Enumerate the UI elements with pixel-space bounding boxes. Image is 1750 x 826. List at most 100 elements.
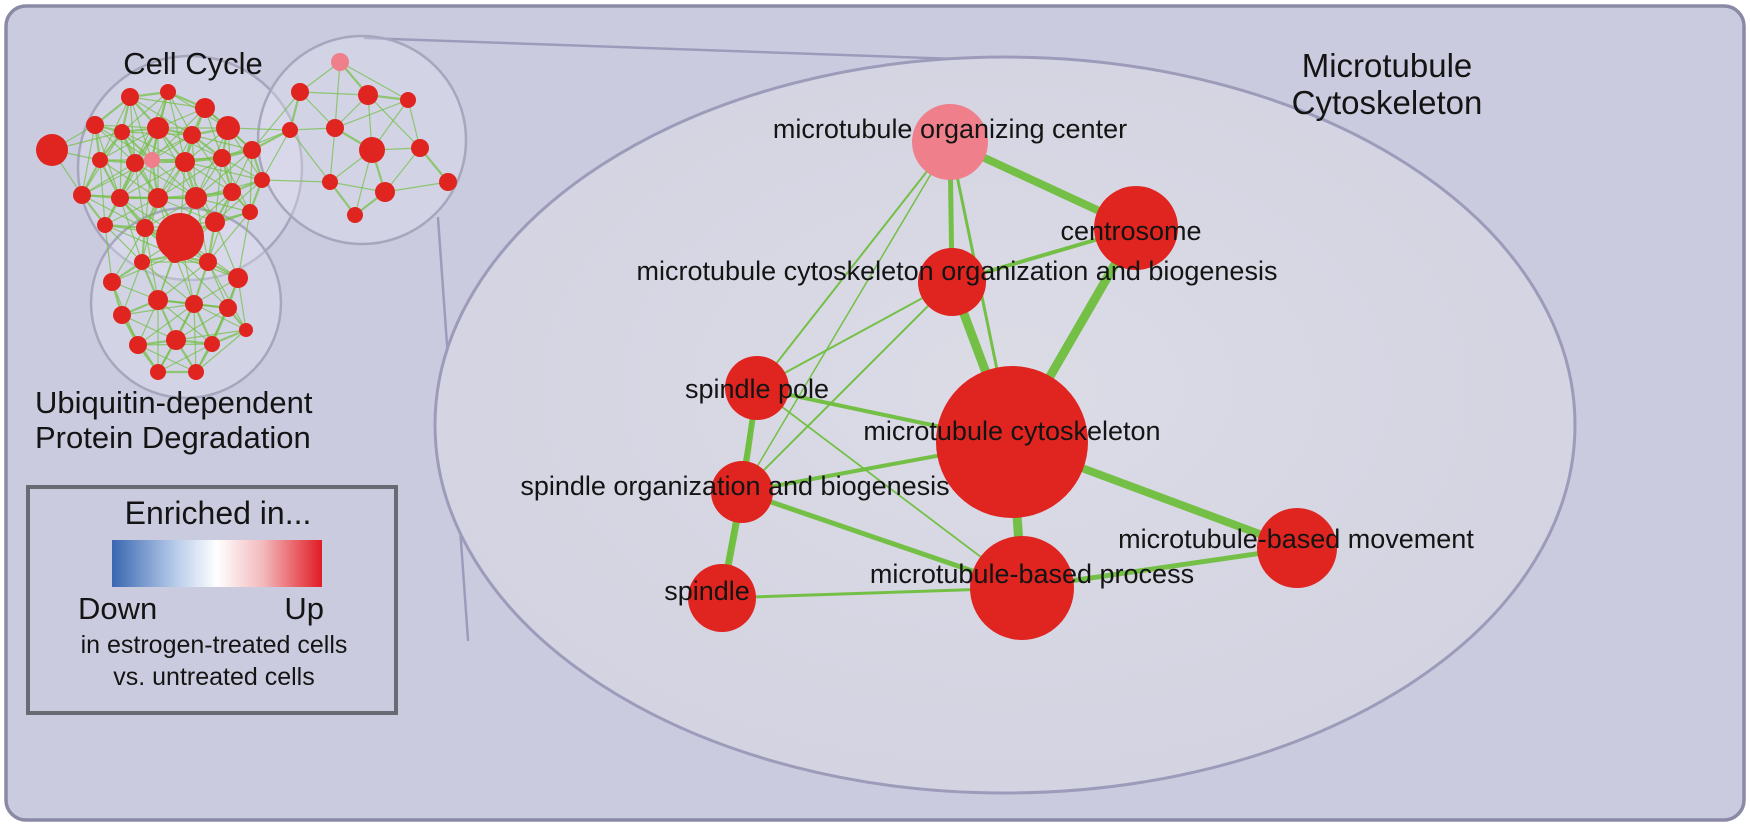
node-label-mt-org: microtubule cytoskeleton organization an… [637,256,1278,286]
overview-node [73,186,91,204]
overview-node [175,152,195,172]
overview-node [195,98,215,118]
overview-edge [214,157,223,223]
overview-edge [99,159,106,226]
overview-node [36,134,68,166]
ubiquitin-label-line2: Protein Degradation [35,420,311,455]
overview-edge [195,149,253,199]
overview-edge [175,307,229,341]
overview-edge [193,303,247,331]
overview-edge [367,94,421,149]
overview-edge [104,224,143,263]
overview-node [326,119,344,137]
overview-edge [175,329,247,341]
overview-node [242,204,258,220]
overview-node [375,182,395,202]
overview-edge [94,124,153,161]
overview-edge [334,99,409,129]
overview-node [216,116,240,140]
overview-node [239,323,253,337]
overview-node [144,152,160,168]
overview-edge [134,162,146,229]
edge-mt-org--spindle-org [741,281,953,493]
microtubule-title-line2: Cytoskeleton [1292,84,1483,121]
overview-node [183,126,201,144]
overview-edge [195,127,229,199]
overview-edge [157,197,216,223]
overview-node [160,84,176,100]
overview-edge [289,129,331,183]
overview-edge [299,91,369,96]
network-node-labels: microtubule organizing center centrosome m… [520,114,1474,606]
overview-node [167,247,183,263]
overview-node [129,336,147,354]
overview-edge [104,224,113,283]
overview-node [322,174,338,190]
overview-edge [99,127,159,161]
node-spindle-org [711,461,773,523]
node-label-moc: microtubule organizing center [773,114,1127,144]
overview-node [213,149,231,167]
overview-edge [251,91,301,151]
overview-edge [81,162,136,196]
node-label-mt-process: microtubule-based process [870,559,1194,589]
overview-node [185,187,207,209]
overview-node [121,88,139,106]
overview-edge [157,157,223,199]
overview-edge [141,261,195,305]
overview-edge [339,61,409,101]
legend-box [26,485,398,715]
overview-edge [81,124,96,196]
overview-node [219,299,237,317]
overview-edge [121,91,169,133]
edge-moc--spindle-org [741,141,951,493]
overview-edge [184,161,263,181]
overview-node [411,139,429,157]
overview-network [36,53,457,380]
overview-edge [237,211,251,279]
node-spindle [688,564,756,632]
overview-node [156,213,204,261]
node-label-mt-movement: microtubule-based movement [1118,524,1474,554]
overview-node [136,219,154,237]
edge-mt-org--spindle-pole [756,281,953,389]
node-label-mt-cytoskeleton: microtubule cytoskeleton [863,416,1160,446]
node-mt-movement [1257,508,1337,588]
node-label-centrosome: centrosome [1060,216,1201,246]
legend: Enriched in... Down Up in estrogen-treat… [26,485,398,715]
overview-edge [111,227,146,283]
overview-node [243,141,261,159]
overview-node [150,364,166,380]
overview-node [359,137,385,163]
microtubule-cluster-circle [256,34,468,246]
legend-gradient-bar [112,540,322,587]
edge-moc--spindle-pole [756,141,951,389]
overview-edge [137,303,195,346]
overview-node [400,92,416,108]
overview-node [205,212,225,232]
overview-node [347,207,363,223]
overview-node [439,173,457,191]
overview-node [331,53,349,71]
overview-node [113,306,131,324]
node-label-spindle-pole: spindle pole [685,374,829,404]
overview-node [134,254,150,270]
legend-caption-line1: in estrogen-treated cells [81,631,348,659]
overview-edge [195,329,247,373]
microtubule-title-line1: Microtubule [1302,47,1473,84]
overview-node [148,290,168,310]
overview-edge [157,343,213,373]
overview-node [166,330,186,350]
overview-node [148,188,168,208]
overview-edge [261,129,291,181]
overview-node [223,183,241,201]
overview-node [126,154,144,172]
overview-edge [121,261,143,316]
overview-edge [119,161,186,199]
overview-edge [129,96,153,161]
node-mt-process [970,536,1074,640]
overview-node [114,124,130,140]
legend-down-label: Down [78,591,157,626]
overview-edge [249,149,253,213]
